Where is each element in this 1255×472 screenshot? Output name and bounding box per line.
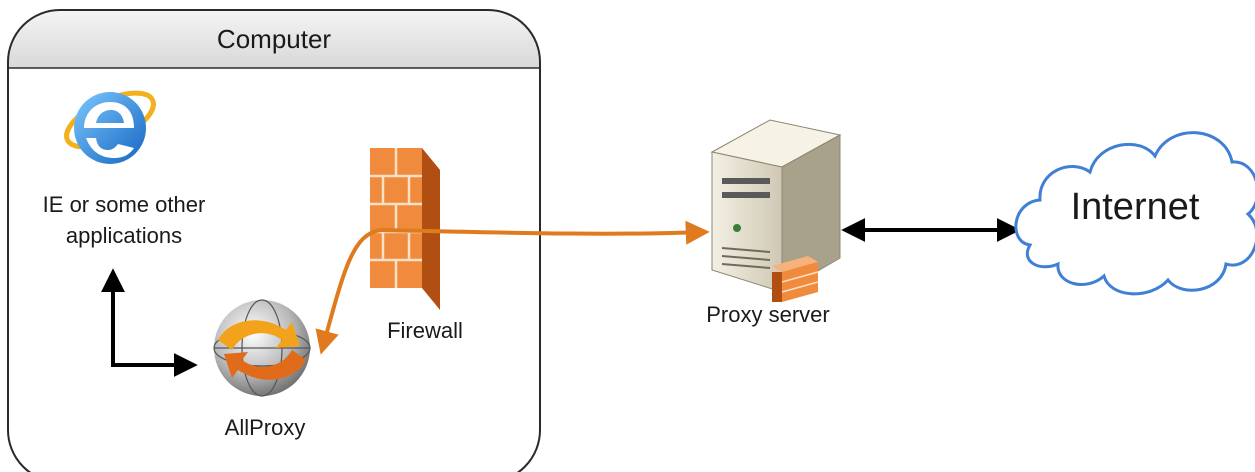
proxy-server-label: Proxy server: [706, 302, 830, 327]
internet-label: Internet: [1070, 186, 1200, 228]
server-tower-icon: [710, 119, 842, 302]
internet-explorer-icon: [64, 90, 156, 164]
firewall-label: Firewall: [387, 318, 463, 343]
app-allproxy-arrow: [101, 268, 198, 377]
applications-label: IE or some other applications: [42, 192, 206, 248]
computer-title: Computer: [216, 24, 332, 54]
cloud-icon: [1014, 131, 1255, 296]
allproxy-globe-icon: [213, 299, 311, 397]
allproxy-label: AllProxy: [224, 415, 306, 440]
computer-header: [8, 10, 540, 68]
traffic-arrow: [315, 220, 710, 355]
